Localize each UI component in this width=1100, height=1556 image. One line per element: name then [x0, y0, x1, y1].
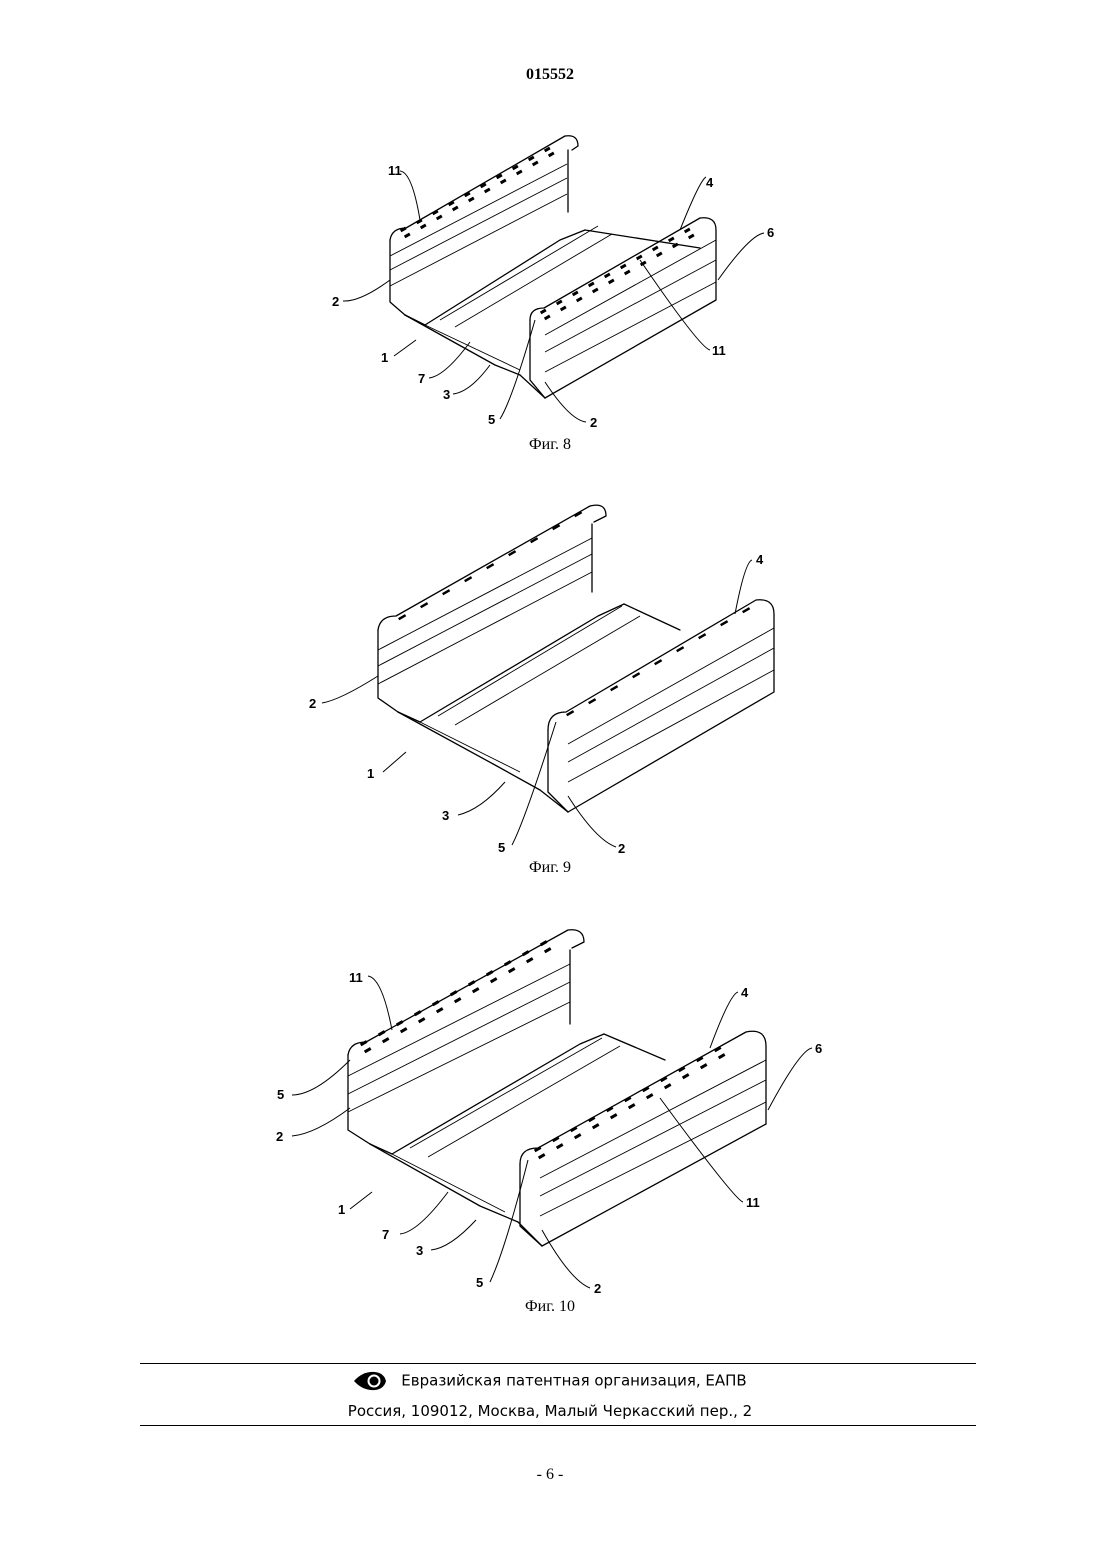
figure-10-label: 5 [476, 1275, 483, 1290]
figure-10-label: 1 [338, 1202, 345, 1217]
figure-10-label: 7 [382, 1227, 389, 1242]
figure-10-label: 11 [349, 970, 363, 985]
figure-8-label: 11 [712, 343, 726, 358]
figure-9-label: 1 [367, 766, 374, 781]
figure-10-label: 6 [815, 1041, 822, 1056]
figure-9-perforation-right [566, 607, 750, 716]
figure-10-drawing: 11 4 6 5 2 1 7 3 5 2 11 [0, 920, 1100, 1298]
figure-9-perforation-left [398, 511, 582, 620]
footer-rule-bottom [140, 1425, 976, 1426]
figure-10-perforation-right [534, 1046, 726, 1159]
figure-8-label: 2 [590, 415, 597, 430]
figure-9-label: 3 [442, 808, 449, 823]
figure-8-label: 2 [332, 294, 339, 309]
document-number: 015552 [0, 66, 1100, 84]
figure-10-label: 3 [416, 1243, 423, 1258]
figure-8-label: 7 [418, 371, 425, 386]
figure-9-label: 4 [756, 552, 764, 567]
figure-8-label: 4 [706, 175, 714, 190]
figure-10: 11 4 6 5 2 1 7 3 5 2 11 Фиг. 10 [0, 920, 1100, 1320]
figure-10-label: 4 [741, 985, 749, 1000]
page-number: - 6 - [0, 1466, 1100, 1484]
figure-8-label: 11 [388, 163, 402, 178]
figure-10-label: 2 [276, 1129, 283, 1144]
figure-8-label: 5 [488, 412, 495, 427]
figure-8-perforation-right [540, 228, 695, 321]
figure-9: 4 2 1 3 5 2 Фиг. 9 [0, 490, 1100, 880]
footer-organization-line: Евразийская патентная организация, ЕАПВ [0, 1371, 1100, 1391]
figure-10-caption: Фиг. 10 [0, 1298, 1100, 1316]
figure-9-label: 5 [498, 840, 505, 855]
footer-rule-top [140, 1363, 976, 1364]
eapo-eye-logo-icon [353, 1371, 387, 1391]
figure-9-label: 2 [618, 841, 625, 856]
footer-address: Россия, 109012, Москва, Малый Черкасский… [0, 1402, 1100, 1420]
figure-10-perforation-left [360, 940, 552, 1053]
figure-9-drawing: 4 2 1 3 5 2 [0, 490, 1100, 860]
footer-organization: Евразийская патентная организация, ЕАПВ [401, 1372, 746, 1390]
figure-10-label: 2 [594, 1281, 601, 1296]
figure-9-label: 2 [309, 696, 316, 711]
figure-8-drawing: 11 4 6 2 1 7 3 5 2 11 [0, 120, 1100, 440]
figure-9-caption: Фиг. 9 [0, 859, 1100, 877]
figure-10-label: 11 [746, 1195, 760, 1210]
figure-8-label: 1 [381, 350, 388, 365]
figure-8-caption: Фиг. 8 [0, 436, 1100, 454]
figure-8-label: 6 [767, 225, 774, 240]
figure-8-label: 3 [443, 387, 450, 402]
figure-10-label: 5 [277, 1087, 284, 1102]
figure-8: 11 4 6 2 1 7 3 5 2 11 Фиг. 8 [0, 120, 1100, 460]
